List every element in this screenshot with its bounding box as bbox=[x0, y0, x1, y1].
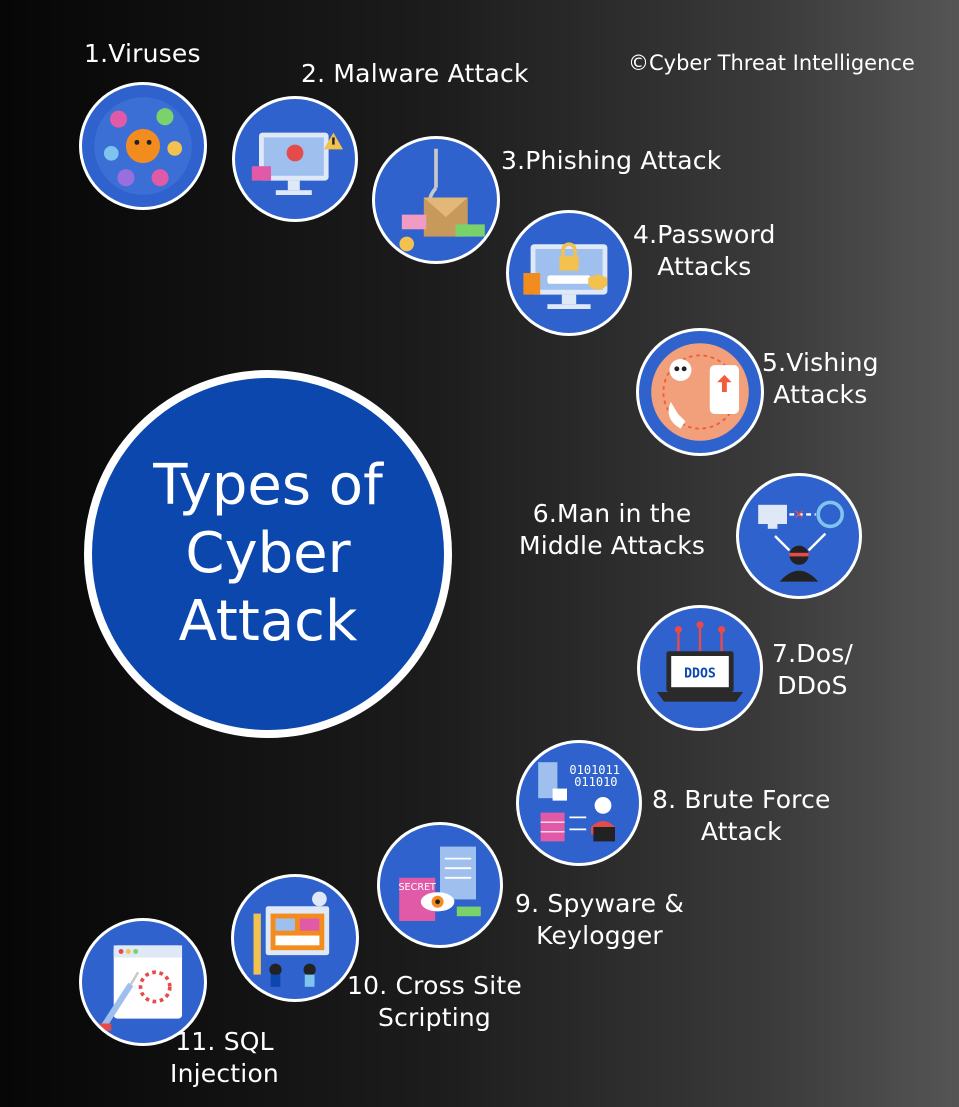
cross-site-scripting-icon bbox=[253, 891, 330, 987]
brute-force-icon: 0101011 011010 bbox=[538, 762, 620, 842]
label-viruses: 1.Viruses bbox=[84, 39, 201, 68]
circle-spyware: SECRET bbox=[377, 822, 503, 948]
circle-viruses bbox=[79, 82, 207, 210]
sql-injection-icon bbox=[99, 945, 183, 1031]
ddos-badge: DDOS bbox=[684, 667, 716, 682]
label-phishing: 3.Phishing Attack bbox=[501, 146, 722, 175]
phishing-hook-icon bbox=[399, 148, 485, 252]
man-in-middle-icon: ✕ bbox=[758, 500, 844, 582]
label-xss: 10. Cross Site Scripting bbox=[347, 971, 522, 1032]
label-sql-injection: 11. SQL Injection bbox=[170, 1027, 279, 1088]
virus-icon bbox=[94, 97, 192, 195]
label-spyware: 9. Spyware & Keylogger bbox=[515, 889, 685, 950]
label-ddos: 7.Dos/ DDoS bbox=[772, 639, 854, 700]
copyright-notice: ©Cyber Threat Intelligence bbox=[628, 51, 915, 75]
label-vishing: 5.Vishing Attacks bbox=[762, 348, 879, 409]
label-malware: 2. Malware Attack bbox=[301, 59, 529, 88]
circle-sql-injection bbox=[79, 918, 207, 1046]
circle-xss bbox=[231, 874, 359, 1002]
malware-monitor-icon bbox=[251, 132, 343, 195]
main-title: Types of Cyber Attack bbox=[153, 453, 383, 654]
svg-text:011010: 011010 bbox=[574, 775, 617, 789]
circle-phishing bbox=[372, 136, 500, 264]
secret-stamp: SECRET bbox=[398, 882, 436, 893]
spyware-eye-icon: SECRET bbox=[398, 846, 481, 921]
label-mitm: 6.Man in the Middle Attacks bbox=[519, 499, 706, 560]
label-password: 4.Password Attacks bbox=[633, 220, 776, 281]
circle-ddos: DDOS bbox=[637, 605, 763, 731]
ddos-laptop-icon: DDOS bbox=[656, 621, 744, 702]
circle-mitm: ✕ bbox=[736, 473, 862, 599]
circle-brute-force: 0101011 011010 bbox=[516, 740, 642, 866]
vishing-phone-icon bbox=[651, 343, 749, 441]
circle-vishing bbox=[636, 328, 764, 456]
label-brute-force: 8. Brute Force Attack bbox=[652, 785, 831, 846]
password-lock-icon bbox=[523, 242, 608, 309]
circle-password bbox=[506, 210, 632, 336]
svg-text:✕: ✕ bbox=[793, 508, 804, 523]
circle-malware bbox=[232, 96, 358, 222]
center-circle: Types of Cyber Attack bbox=[84, 370, 452, 738]
svg-text:0101011: 0101011 bbox=[569, 763, 620, 777]
